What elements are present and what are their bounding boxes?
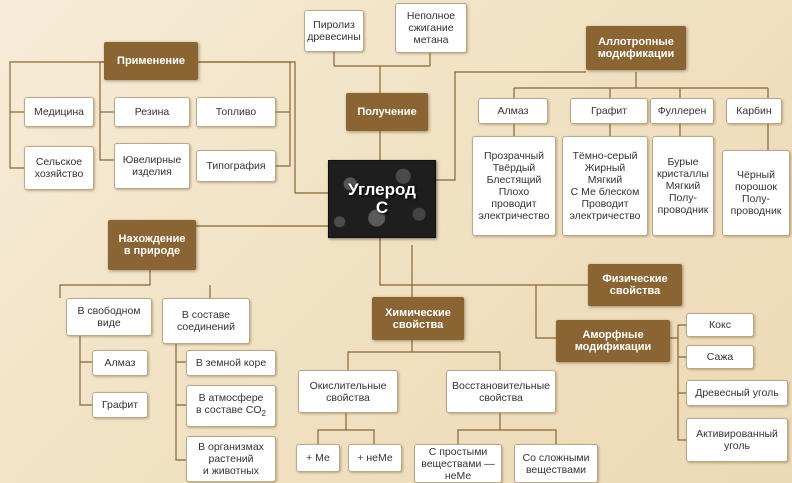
- co2-subscript: 2: [261, 409, 266, 419]
- atmosphere-node: В атмосфере в составе CO2: [186, 385, 276, 427]
- plus-metal-node: + Ме: [296, 444, 340, 472]
- earth-crust-node: В земной коре: [186, 350, 276, 376]
- reducing-node: Восстановительные свойства: [446, 370, 556, 413]
- obtaining-title: Получение: [346, 93, 428, 131]
- carbyne-properties: Чёрный порошок Полу- проводник: [722, 150, 790, 236]
- free-state-node: В свободном виде: [66, 298, 152, 336]
- plus-nonmetal-node: + неМе: [348, 444, 402, 472]
- chemical-properties-title: Химические свойства: [372, 297, 464, 340]
- medicine-node: Медицина: [24, 97, 94, 127]
- organisms-node: В организмах растений и животных: [186, 436, 276, 482]
- occurrence-diamond-node: Алмаз: [92, 350, 148, 376]
- complex-substances-node: Со сложными веществами: [514, 444, 598, 483]
- carbon-center-image: Углерод C: [328, 160, 436, 238]
- physical-properties-title: Физические свойства: [588, 264, 682, 306]
- center-title: Углерод C: [348, 180, 416, 217]
- activated-carbon-node: Активированный уголь: [686, 418, 788, 462]
- graphite-properties: Тёмно-серый Жирный Мягкий С Ме блеском П…: [562, 136, 648, 236]
- charcoal-node: Древесный уголь: [686, 380, 788, 406]
- agriculture-node: Сельское хозяйство: [24, 146, 94, 190]
- fullerene-node: Фуллерен: [650, 98, 714, 124]
- occurrence-title: Нахождение в природе: [108, 220, 196, 270]
- diamond-properties: Прозрачный Твёрдый Блестящий Плохо прово…: [472, 136, 556, 236]
- fullerene-properties: Бурые кристаллы Мягкий Полу- проводник: [652, 136, 714, 236]
- compounds-node: В составе соединений: [162, 298, 250, 344]
- simple-substances-node: С простыми веществами — неМе: [414, 444, 502, 483]
- rubber-node: Резина: [114, 97, 190, 127]
- coke-node: Кокс: [686, 313, 754, 337]
- atmosphere-label: В атмосфере в составе CO: [196, 391, 264, 416]
- fuel-node: Топливо: [196, 97, 276, 127]
- methane-combustion-node: Неполное сжигание метана: [395, 3, 467, 53]
- amorphous-title: Аморфные модификации: [556, 320, 670, 362]
- soot-node: Сажа: [686, 345, 754, 369]
- occurrence-graphite-node: Графит: [92, 392, 148, 418]
- carbyne-node: Карбин: [726, 98, 782, 124]
- pyrolysis-node: Пиролиз древесины: [304, 10, 364, 52]
- printing-node: Типография: [196, 150, 276, 182]
- jewelry-node: Ювелирные изделия: [114, 143, 190, 189]
- application-title: Применение: [104, 42, 198, 80]
- oxidizing-node: Окислительные свойства: [298, 370, 398, 413]
- allotropes-title: Аллотропные модификации: [586, 26, 686, 70]
- graphite-node: Графит: [570, 98, 648, 124]
- diamond-node: Алмаз: [478, 98, 548, 124]
